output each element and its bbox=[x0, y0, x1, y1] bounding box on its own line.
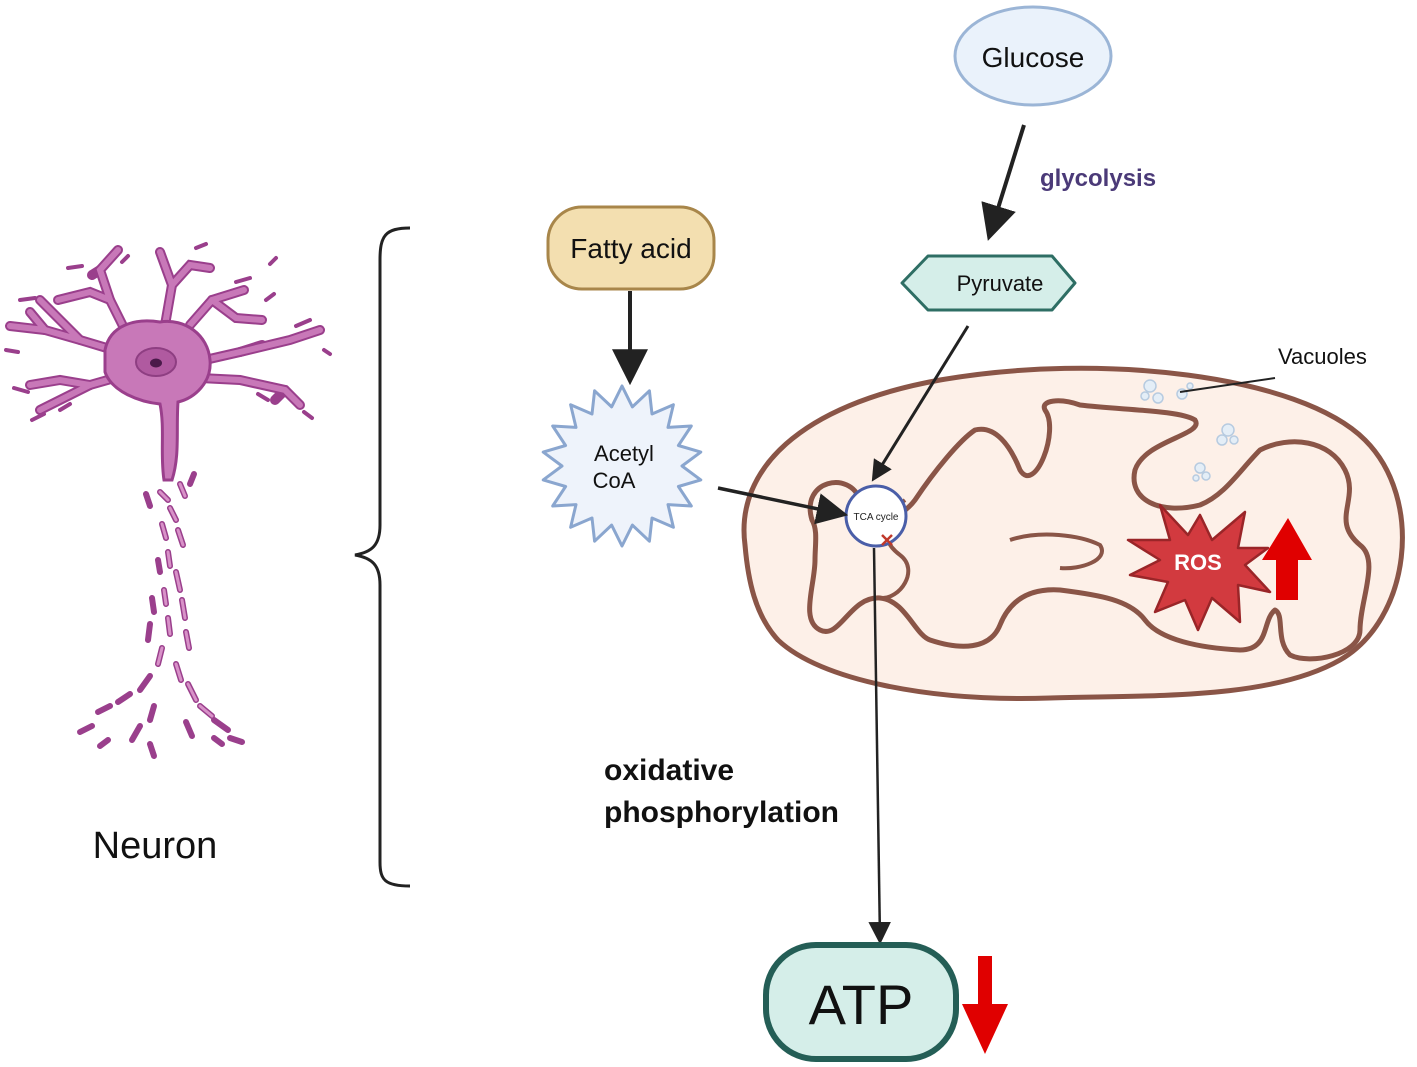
atp-label: ATP bbox=[809, 973, 914, 1036]
ros-increase-arrow bbox=[1262, 518, 1312, 600]
ros-burst: ROS bbox=[1126, 503, 1272, 632]
neuron-soma bbox=[103, 319, 212, 482]
neuron-nucleolus bbox=[150, 358, 162, 368]
oxphos-label-line1: oxidative bbox=[604, 754, 734, 787]
fatty-acid-node bbox=[546, 205, 716, 291]
pyruvate-to-tca-arrow bbox=[871, 325, 970, 482]
glycolysis-arrow bbox=[981, 124, 1026, 241]
tca-label: TCA cycle bbox=[853, 512, 898, 523]
tca-cycle: TCA cycle bbox=[844, 484, 908, 548]
acetyl-to-tca-arrow bbox=[717, 486, 849, 525]
curly-brace bbox=[354, 226, 411, 888]
acetyl-coa-node: Acetyl CoA bbox=[541, 384, 703, 548]
vacuoles-label: Vacuoles bbox=[1278, 344, 1367, 369]
mitochondrion-outer-membrane bbox=[741, 365, 1405, 701]
glycolysis-label: glycolysis bbox=[1040, 165, 1156, 192]
mitochondrion-cristae bbox=[807, 398, 1372, 662]
glucose-label: Glucose bbox=[982, 42, 1085, 73]
vacuoles-pointer bbox=[1179, 377, 1276, 393]
neuron-label: Neuron bbox=[93, 825, 218, 867]
tca-to-atp-arrow bbox=[868, 547, 891, 945]
pyruvate-node bbox=[900, 254, 1077, 312]
acetyl-coa-line1: Acetyl bbox=[594, 441, 654, 466]
tca-blocked-mark bbox=[881, 534, 893, 546]
oxphos-label-line2: phosphorylation bbox=[604, 796, 839, 829]
glucose-node bbox=[953, 5, 1113, 107]
fatty-acid-label: Fatty acid bbox=[570, 233, 691, 264]
acetyl-coa-line2: CoA bbox=[593, 468, 636, 493]
atp-node bbox=[763, 942, 959, 1062]
vacuoles bbox=[1140, 379, 1239, 482]
pyruvate-label: Pyruvate bbox=[957, 271, 1044, 296]
neuron-illustration bbox=[4, 242, 332, 759]
axon-fragments bbox=[77, 471, 245, 759]
ros-label: ROS bbox=[1174, 550, 1222, 575]
atp-decrease-arrow bbox=[962, 956, 1008, 1054]
mitochondrion bbox=[741, 365, 1405, 701]
